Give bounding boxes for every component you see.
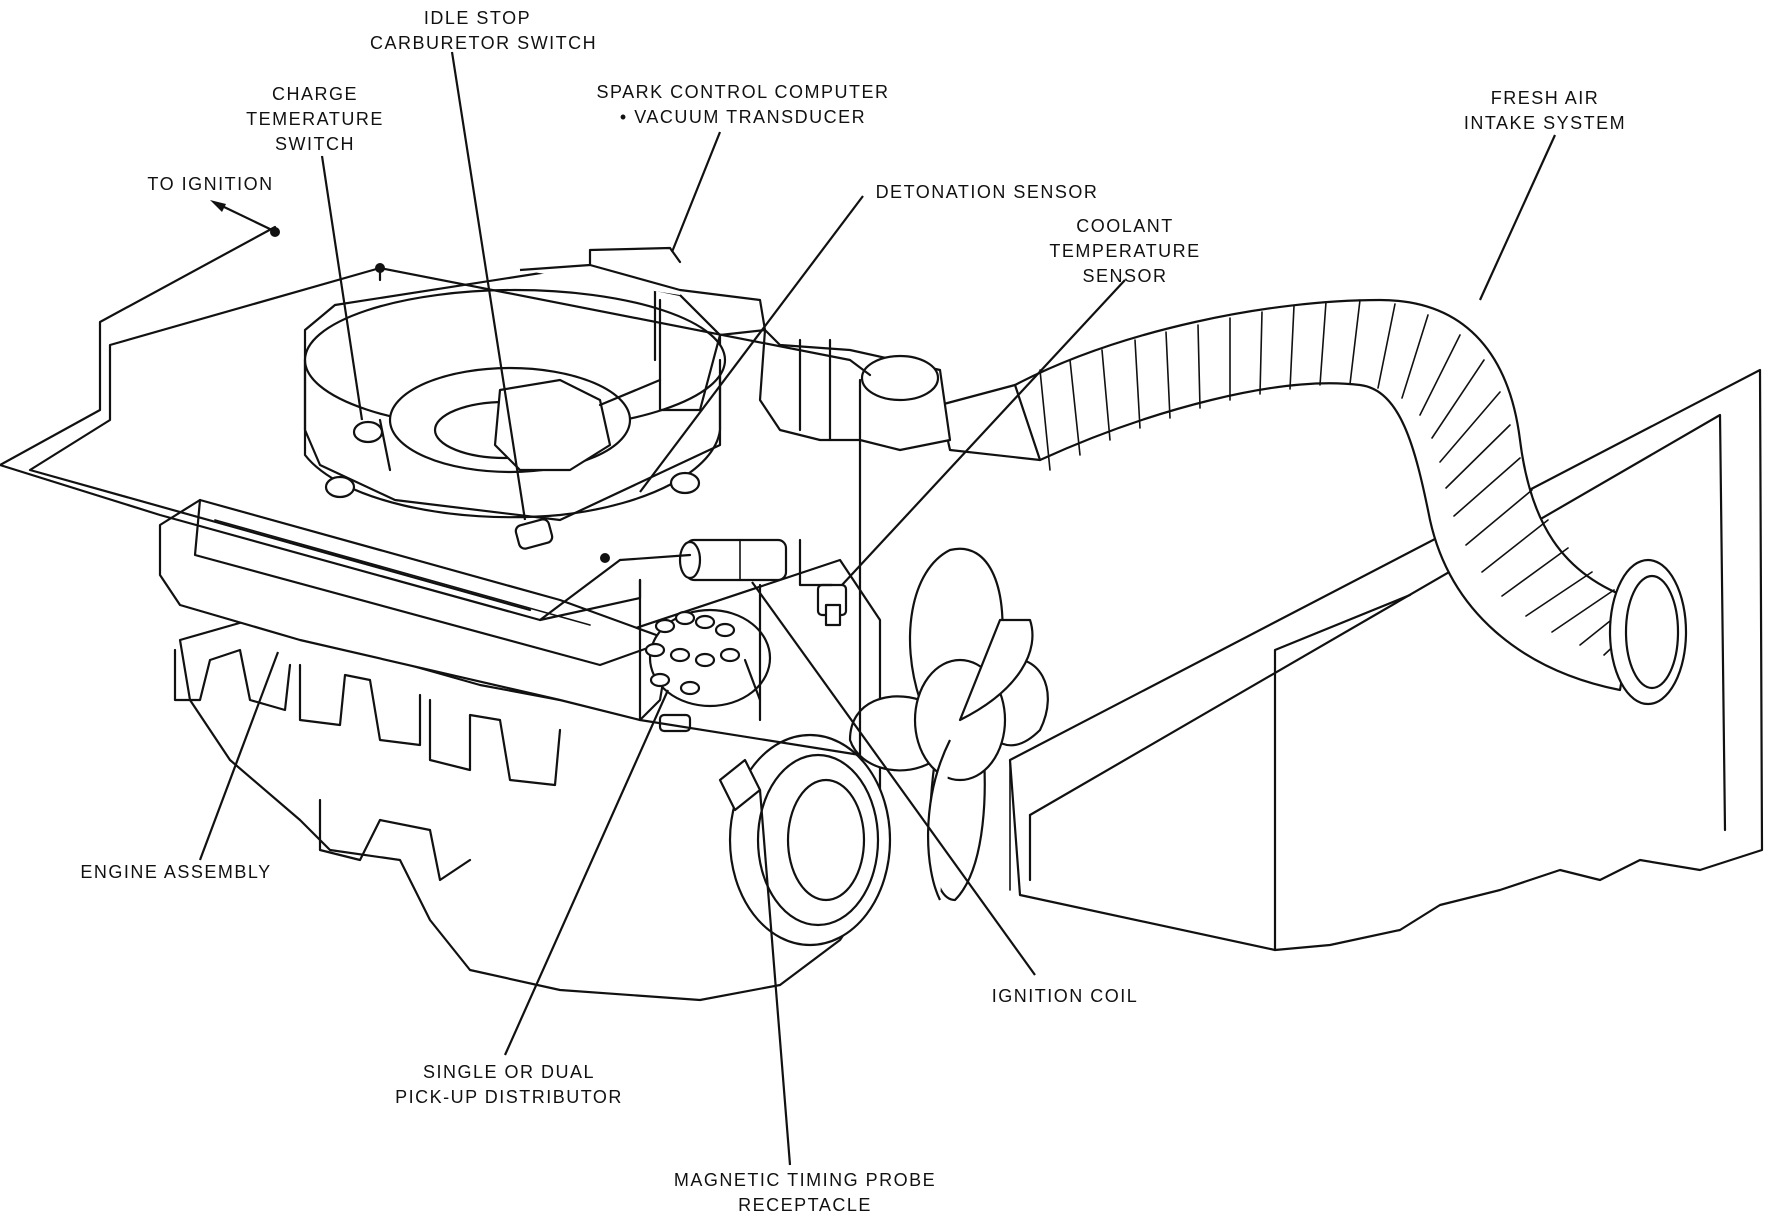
water-neck [758,328,952,452]
idle-stop-switch [514,518,554,550]
leader-coolant [841,279,1126,586]
wiring-harness [0,225,872,757]
radiator-frame [1008,368,1764,952]
leader-to-ignition [221,205,273,231]
label-coolant-temperature-sensor: COOLANT TEMPERATURE SENSOR [1049,216,1201,286]
leader-distributor [503,689,670,1056]
leader-detonation [639,195,864,493]
leader-lines [198,51,1557,1166]
leader-timing-probe [758,789,792,1166]
leader-engine [198,651,280,861]
label-charge-temperature-switch: CHARGE TEMERATURE SWITCH [246,84,384,154]
label-detonation-sensor: DETONATION SENSOR [875,182,1099,202]
label-idle-stop-carburetor-switch: IDLE STOP CARBURETOR SWITCH [370,8,598,53]
label-single-or-dual-distributor: SINGLE OR DUAL PICK-UP DISTRIBUTOR [395,1062,623,1107]
air-cleaner [303,268,727,522]
label-magnetic-timing-probe-receptacle: MAGNETIC TIMING PROBE RECEPTACLE [673,1170,937,1215]
crank-pulley [718,733,892,947]
label-fresh-air-intake-system: FRESH AIR INTAKE SYSTEM [1463,88,1627,133]
leader-charge-temp [320,155,364,421]
leader-fresh-air [1478,134,1557,301]
leader-spark-control [670,131,722,253]
label-spark-control-computer: SPARK CONTROL COMPUTER • VACUUM TRANSDUC… [596,82,890,127]
label-to-ignition: TO IGNITION [147,174,274,194]
ignition-coil [678,538,788,582]
label-engine-assembly: ENGINE ASSEMBLY [80,862,272,882]
distributor [644,608,772,733]
label-ignition-coil: IGNITION COIL [991,986,1139,1006]
leader-idle-stop [450,51,527,521]
leader-ignition-coil [751,581,1036,976]
fresh-air-hose [938,298,1688,706]
cooling-fan [848,547,1049,902]
